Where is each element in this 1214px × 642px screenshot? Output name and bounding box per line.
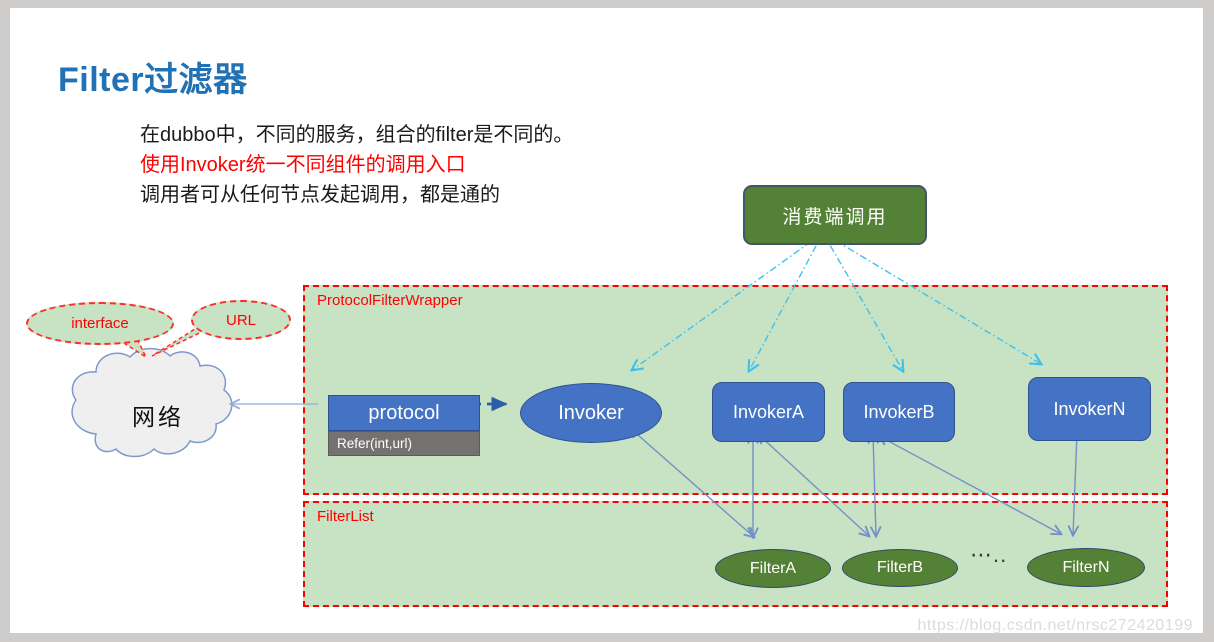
callout-url: URL — [191, 300, 291, 340]
filter-n-label: FilterN — [1062, 558, 1110, 576]
protocol-label: protocol — [368, 401, 440, 424]
filters-ellipsis: ⋯.. — [970, 542, 1008, 567]
consumer-call-box: 消费端调用 — [743, 185, 927, 245]
invoker-b-box: InvokerB — [843, 382, 955, 442]
invoker-n-label: InvokerN — [1053, 398, 1126, 419]
filter-b-label: FilterB — [876, 559, 924, 576]
filter-a-label: FilterA — [749, 559, 797, 577]
filter-b-ellipse: FilterB — [842, 549, 958, 587]
protocol-box: protocol — [328, 395, 480, 431]
network-label: 网络 — [132, 404, 184, 430]
callout-interface: interface — [26, 302, 174, 345]
invoker-ellipse: Invoker — [520, 383, 662, 443]
invoker-label: Invoker — [558, 401, 624, 424]
refer-method-box: Refer(int,url) — [328, 431, 480, 456]
notes-block: 在dubbo中，不同的服务，组合的filter是不同的。 使用Invoker统一… — [140, 120, 573, 210]
wrapper-region-label: ProtocolFilterWrapper — [317, 292, 463, 309]
filter-list-region-label: FilterList — [317, 508, 374, 525]
note-line-1: 在dubbo中，不同的服务，组合的filter是不同的。 — [140, 124, 574, 146]
invoker-b-label: InvokerB — [863, 401, 935, 422]
consumer-call-label: 消费端调用 — [782, 206, 888, 228]
filter-a-ellipse: FilterA — [715, 549, 831, 588]
invoker-a-box: InvokerA — [712, 382, 825, 442]
callout-url-label: URL — [225, 311, 256, 329]
filter-n-ellipse: FilterN — [1027, 548, 1145, 587]
invoker-a-label: InvokerA — [732, 401, 805, 422]
watermark: https://blog.csdn.net/nrsc272420199 — [917, 617, 1193, 634]
page-title: Filter过滤器 — [58, 61, 248, 99]
note-line-3: 调用者可从任何节点发起调用，都是通的 — [140, 184, 500, 206]
slide-page: ProtocolFilterWrapper FilterList — [10, 8, 1203, 634]
note-line-2: 使用Invoker统一不同组件的调用入口 — [140, 154, 466, 176]
refer-method-label: Refer(int,url) — [337, 436, 413, 451]
callout-interface-label: interface — [71, 315, 129, 332]
invoker-n-box: InvokerN — [1028, 377, 1151, 441]
